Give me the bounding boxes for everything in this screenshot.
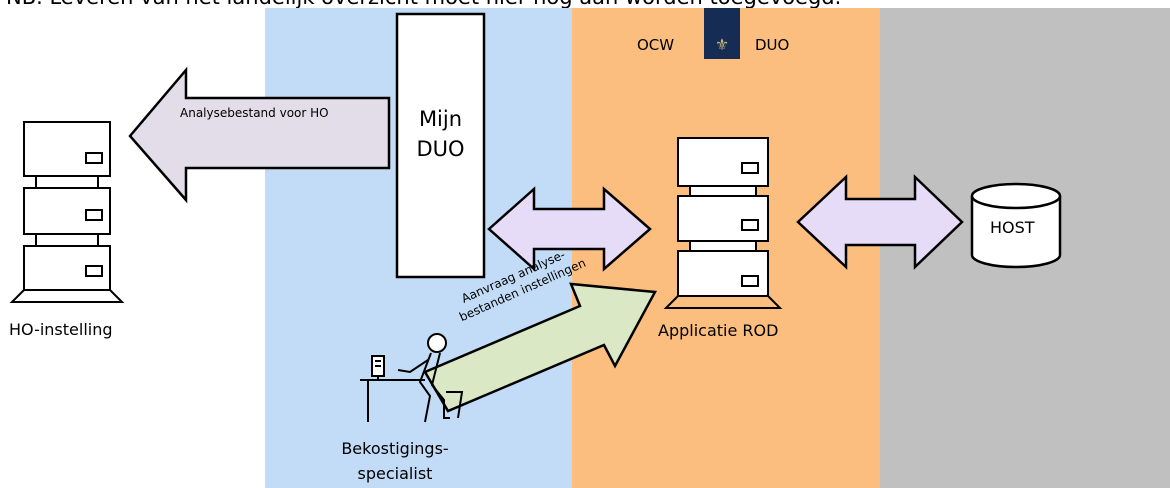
analysebestand-arrow	[128, 66, 391, 204]
ocw-label: OCW	[637, 36, 675, 54]
host-database-icon	[970, 182, 1062, 269]
host-label: HOST	[990, 218, 1035, 237]
mijn-duo-label: Mijn DUO	[397, 104, 484, 164]
applicatie-rod-server-icon	[663, 137, 783, 309]
top-note: NB. Leveren van het landelijk overzicht …	[0, 0, 1170, 8]
duo-rod-double-arrow	[487, 186, 652, 272]
rijkswapen-icon: ⚜	[714, 35, 730, 54]
ho-instelling-server-icon	[9, 121, 125, 303]
specialist-line2: specialist	[357, 464, 433, 483]
mijn-duo-line2: DUO	[416, 137, 465, 161]
mijn-duo-box	[395, 12, 486, 279]
specialist-label: Bekostigings- specialist	[330, 436, 460, 486]
applicatie-rod-label: Applicatie ROD	[658, 321, 779, 340]
bekostigingsspecialist-icon	[360, 333, 464, 423]
analysebestand-label: Analysebestand voor HO	[180, 106, 329, 120]
rod-host-double-arrow	[796, 174, 964, 270]
mijn-duo-line1: Mijn	[418, 107, 463, 131]
duo-label: DUO	[755, 36, 790, 54]
rijksoverheid-logo-bar	[704, 8, 740, 59]
specialist-line1: Bekostigings-	[341, 439, 449, 458]
ho-instelling-label: HO-instelling	[9, 320, 113, 339]
aanvraag-arrow	[423, 282, 657, 413]
